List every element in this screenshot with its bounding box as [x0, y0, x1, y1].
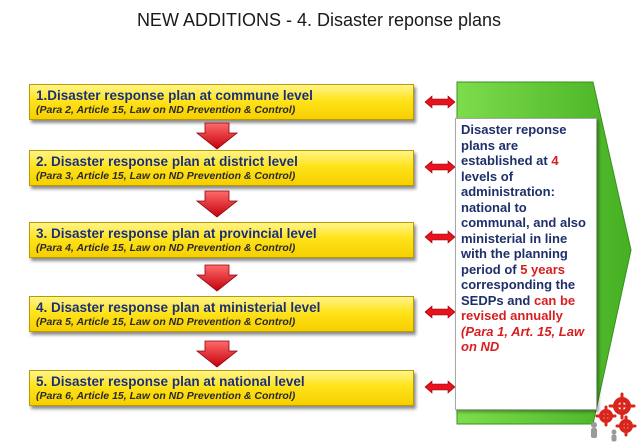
info-text: levels of administration: national to co…: [461, 168, 586, 277]
plan-box-commune: 1.Disaster response plan at commune leve…: [29, 84, 414, 120]
plan-box-provincial: 3. Disaster response plan at provincial …: [29, 222, 414, 258]
down-arrow-icon: [195, 264, 239, 292]
page-title: NEW ADDITIONS - 4. Disaster reponse plan…: [136, 10, 502, 30]
info-text: Disaster reponse plans are established a…: [461, 122, 567, 168]
double-arrow-icon: [424, 95, 456, 109]
plan-reference: (Para 5, Article 15, Law on ND Preventio…: [36, 316, 296, 328]
down-arrow-icon: [195, 190, 239, 218]
legal-reference: (Para 1, Art. 15, Law on ND: [461, 323, 585, 355]
plan-title: 5. Disaster response plan at national le…: [36, 374, 305, 389]
plan-reference: (Para 6, Article 15, Law on ND Preventio…: [36, 390, 296, 402]
plan-title: 1.Disaster response plan at commune leve…: [36, 88, 313, 103]
down-arrow-icon: [195, 122, 239, 150]
plan-reference: (Para 3, Article 15, Law on ND Preventio…: [36, 170, 296, 182]
planning-period: 5 years: [520, 261, 566, 277]
double-arrow-icon: [424, 160, 456, 174]
info-text: corresponding the SEDPs and: [461, 277, 576, 308]
plan-title: 4. Disaster response plan at ministerial…: [36, 300, 321, 315]
plan-box-district: 2. Disaster response plan at district le…: [29, 150, 414, 186]
levels-count: 4: [551, 153, 559, 168]
plan-title: 3. Disaster response plan at provincial …: [36, 226, 317, 241]
info-box: Disaster reponse plans are established a…: [455, 118, 597, 410]
plan-reference: (Para 4, Article 15, Law on ND Preventio…: [36, 242, 296, 254]
down-arrow-icon: [195, 340, 239, 368]
double-arrow-icon: [424, 380, 456, 394]
plan-title: 2. Disaster response plan at district le…: [36, 154, 298, 169]
double-arrow-icon: [424, 305, 456, 319]
plan-reference: (Para 2, Article 15, Law on ND Preventio…: [36, 104, 296, 116]
revision-note: can be revised annually: [461, 292, 576, 324]
gears-people-logo: [591, 392, 637, 442]
plan-box-national: 5. Disaster response plan at national le…: [29, 370, 414, 406]
plan-box-ministerial: 4. Disaster response plan at ministerial…: [29, 296, 414, 332]
double-arrow-icon: [424, 230, 456, 244]
